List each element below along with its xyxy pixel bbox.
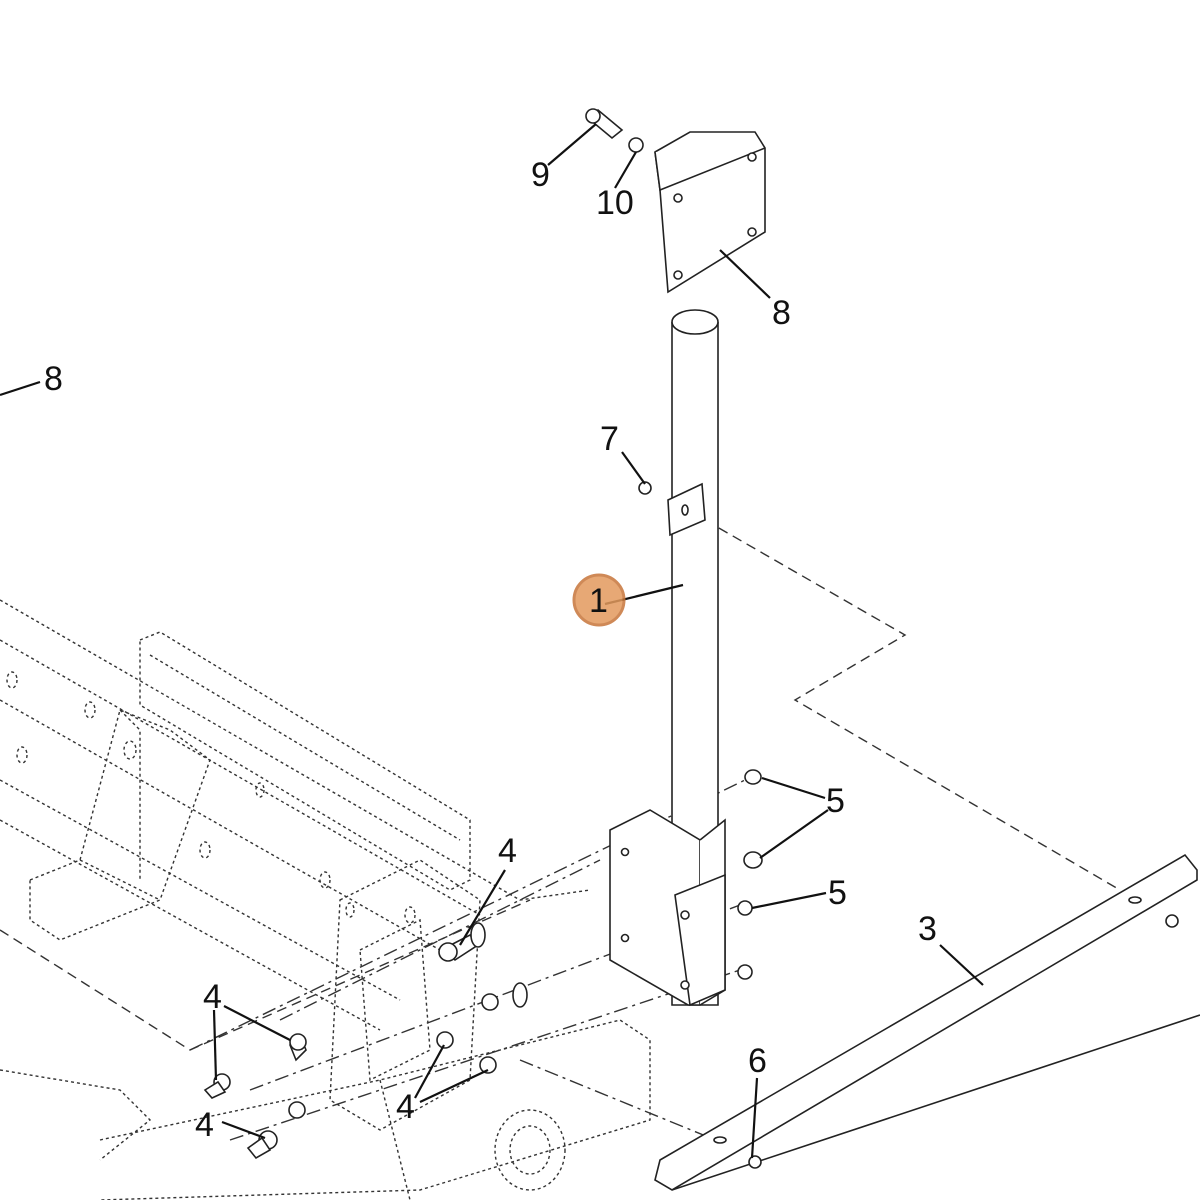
callout-5-mid[interactable]: 5 — [828, 874, 847, 912]
callout-4-left[interactable]: 4 — [203, 978, 222, 1016]
callout-4-bottom-left[interactable]: 4 — [195, 1106, 214, 1144]
callout-labels: 9 10 8 8 7 1 5 5 3 4 4 4 4 6 — [44, 156, 937, 1144]
callout-3[interactable]: 3 — [918, 910, 937, 948]
top-bracket-part — [654, 131, 766, 294]
callout-5-top[interactable]: 5 — [826, 782, 845, 820]
callout-4-top[interactable]: 4 — [498, 832, 517, 870]
callout-8-top[interactable]: 8 — [772, 294, 791, 332]
selected-part-highlight[interactable] — [572, 573, 626, 627]
callout-9[interactable]: 9 — [531, 156, 550, 194]
horizontal-bar-part — [654, 853, 1200, 1191]
callout-1[interactable]: 1 — [589, 582, 608, 620]
callout-8-left[interactable]: 8 — [44, 360, 63, 398]
callout-4-bottom[interactable]: 4 — [396, 1088, 415, 1126]
fasteners — [203, 108, 1179, 1169]
vertical-tube-part — [609, 309, 726, 1007]
callout-7[interactable]: 7 — [600, 420, 619, 458]
callout-6[interactable]: 6 — [748, 1042, 767, 1080]
reference-lines — [0, 519, 1121, 1151]
callout-10[interactable]: 10 — [596, 184, 634, 222]
frame-assembly — [0, 599, 651, 1200]
